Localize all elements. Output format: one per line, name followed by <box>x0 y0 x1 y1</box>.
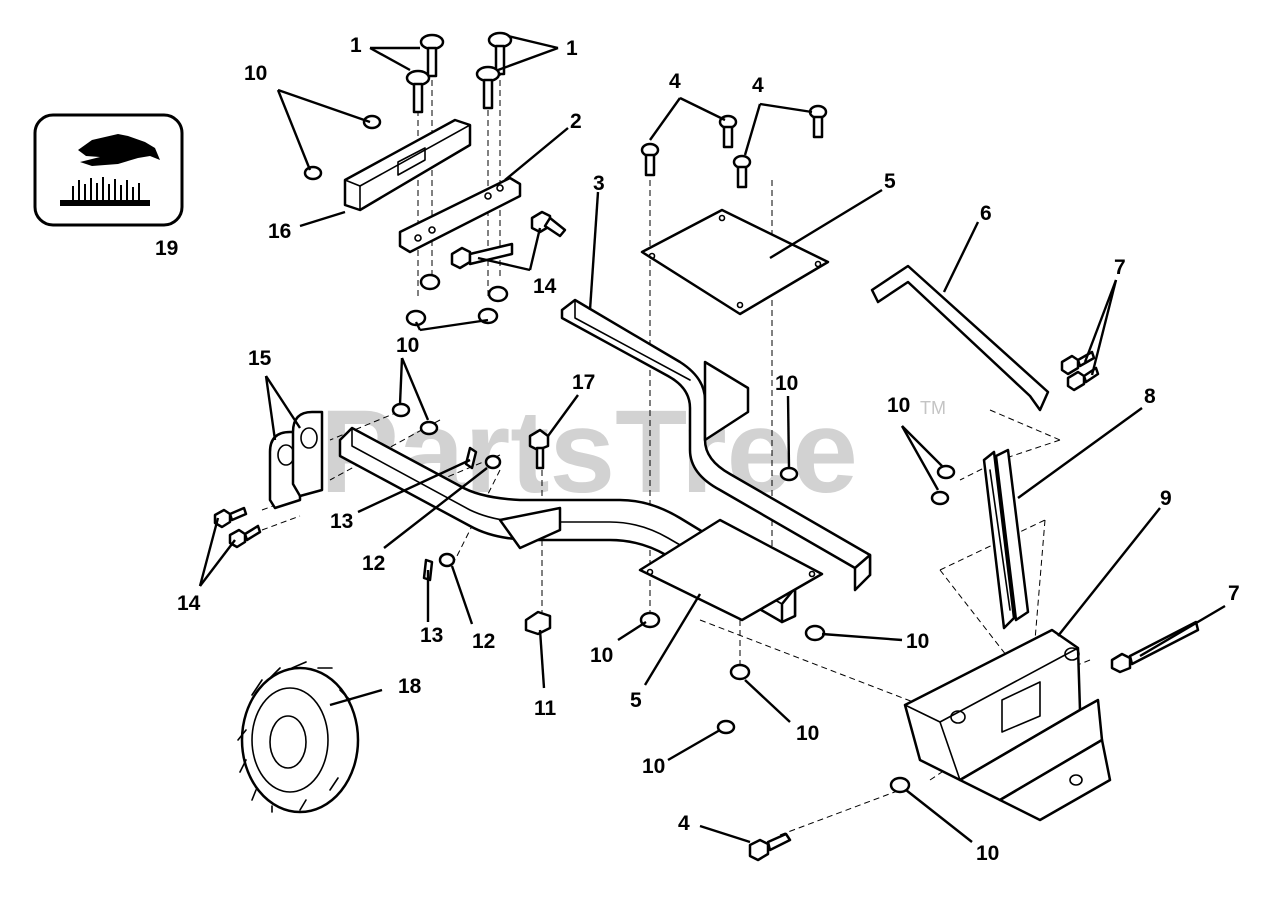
plate-part-2 <box>398 176 522 254</box>
partstree-watermark: PartsTree TM <box>320 386 946 518</box>
callout-labels: 1 1 2 3 4 4 4 5 5 6 7 7 8 9 10 10 10 10 … <box>155 34 1240 865</box>
callout-5-top: 5 <box>884 170 896 193</box>
callout-2: 2 <box>570 110 582 133</box>
callout-10-center: 10 <box>775 372 798 395</box>
fitting-part-11 <box>524 610 552 636</box>
callout-11: 11 <box>534 697 557 720</box>
frame-rail-part-3 <box>560 298 872 592</box>
watermark-trademark: TM <box>920 398 946 418</box>
callout-10-bottom-right: 10 <box>976 842 999 865</box>
callout-18: 18 <box>398 675 422 698</box>
callout-4-top-left: 4 <box>669 70 681 93</box>
callout-14-top: 14 <box>533 275 557 298</box>
blade-hazard-icon <box>60 177 150 206</box>
bracket-part-6 <box>870 264 1050 412</box>
callout-10-bottom-left: 10 <box>642 755 665 778</box>
plate-part-5-top <box>640 208 830 316</box>
callout-16: 16 <box>268 220 291 243</box>
bolts-part-7 <box>1060 350 1200 674</box>
callout-13-lower: 13 <box>420 624 443 647</box>
callout-10-top-left: 10 <box>244 62 267 85</box>
callout-12-upper: 12 <box>362 552 385 575</box>
callout-leaders <box>198 34 1226 844</box>
callout-17: 17 <box>572 371 595 394</box>
callout-7-top: 7 <box>1114 256 1126 279</box>
callout-3: 3 <box>593 172 605 195</box>
plate-part-5-bottom <box>638 518 824 622</box>
hand-icon <box>78 134 160 166</box>
frame-rail-left <box>338 426 797 624</box>
callout-6: 6 <box>980 202 992 225</box>
callout-12-lower: 12 <box>472 630 495 653</box>
fitting-part-17 <box>528 428 550 452</box>
callout-5-bottom: 5 <box>630 689 642 712</box>
carriage-bolts-part-1 <box>405 31 513 114</box>
pin-part-13-top <box>464 446 478 470</box>
callout-4-bottom: 4 <box>678 812 690 835</box>
callout-14-left: 14 <box>177 592 201 615</box>
warning-decal-part-19 <box>33 113 184 227</box>
callout-8: 8 <box>1144 385 1156 408</box>
callout-4-top-right: 4 <box>752 74 764 97</box>
channel-rails-part-8 <box>982 448 1030 630</box>
callout-1-left: 1 <box>350 34 362 57</box>
bolts-part-4 <box>640 104 828 862</box>
callout-9: 9 <box>1160 487 1172 510</box>
callout-10-lower-center: 10 <box>590 644 613 667</box>
tire-part-18 <box>237 661 360 814</box>
callout-1-right: 1 <box>566 37 578 60</box>
brackets-part-15 <box>268 410 324 510</box>
washer-part-12-top <box>484 454 502 470</box>
hex-bolts-part-14-left <box>213 506 262 549</box>
callout-7-bottom: 7 <box>1228 582 1240 605</box>
callout-19: 19 <box>155 237 178 260</box>
callout-10-middle-left: 10 <box>396 334 419 357</box>
callout-15: 15 <box>248 347 272 370</box>
fitting-part-17-stem <box>535 446 545 470</box>
washer-part-12-bottom <box>438 552 456 568</box>
callout-10-bottom-center: 10 <box>796 722 819 745</box>
callout-10-lower-right: 10 <box>906 630 929 653</box>
weight-block-part-16 <box>343 118 472 212</box>
callout-10-right: 10 <box>887 394 910 417</box>
callout-13-upper: 13 <box>330 510 353 533</box>
hitch-housing-part-9 <box>903 628 1112 822</box>
